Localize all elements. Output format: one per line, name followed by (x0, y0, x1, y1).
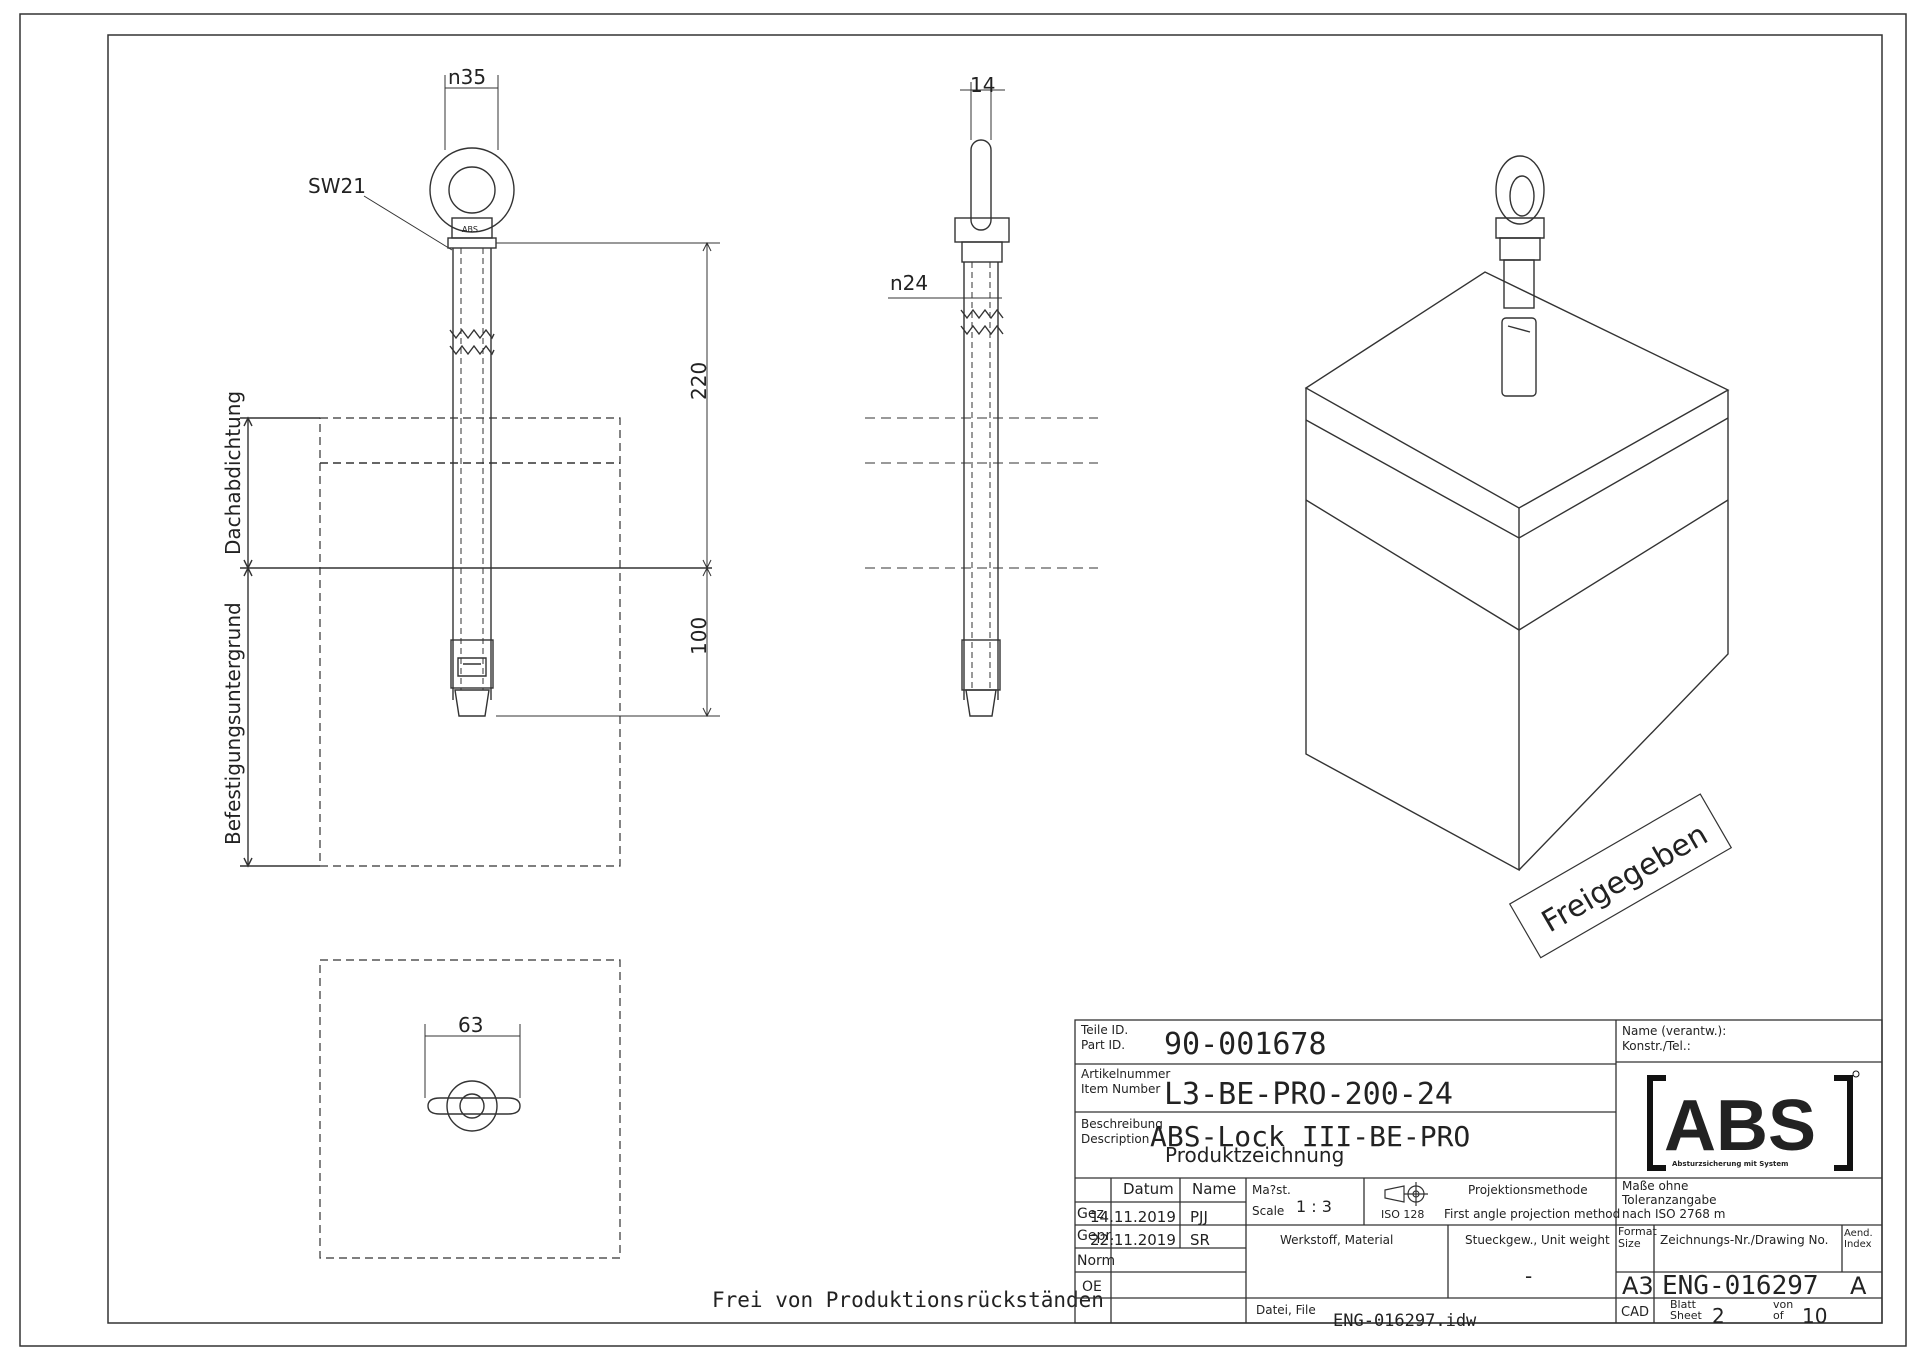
logo-text: ABS (1664, 1086, 1816, 1166)
item-number-label-en: Item Number (1081, 1082, 1160, 1096)
weight-label: Stueckgew., Unit weight (1465, 1233, 1610, 1247)
part-id-label: Teile ID. (1080, 1023, 1128, 1037)
file-value: ENG-016297.idw (1333, 1311, 1477, 1331)
base-block-outline (319, 417, 621, 867)
responsible-label: Name (verantw.): (1622, 1024, 1726, 1038)
eye-marking: ABS (462, 225, 478, 234)
description-label: Beschreibung (1081, 1117, 1163, 1131)
gepr-name: SR (1190, 1231, 1210, 1249)
tolerance-line2: Toleranzangabe (1621, 1193, 1716, 1207)
of-label: von (1773, 1298, 1793, 1311)
stamp-text: Freigegeben (1536, 817, 1714, 940)
projection-symbol-icon (1384, 1182, 1428, 1206)
dim-sw21: SW21 (308, 174, 366, 198)
of-label-en: of (1773, 1309, 1785, 1322)
file-label: Datei, File (1256, 1303, 1316, 1317)
gez-date: 14.11.2019 (1090, 1208, 1176, 1226)
scale-label-en: Scale (1252, 1204, 1284, 1218)
eye-side (970, 139, 992, 231)
dim-n24: n24 (890, 271, 928, 295)
gez-name: PJJ (1190, 1208, 1208, 1226)
gez-label: Gez. (1077, 1206, 1108, 1222)
dim-100: 100 (687, 617, 711, 655)
part-id-label-en: Part ID. (1081, 1038, 1125, 1052)
dim-63: 63 (458, 1013, 483, 1037)
drawing-no-value: ENG-016297 (1662, 1271, 1819, 1301)
sheet-label-en: Sheet (1670, 1309, 1702, 1322)
logo-tagline: Absturzsicherung mit System (1672, 1160, 1788, 1168)
index-label: Aend. (1844, 1228, 1873, 1239)
part-id-value: 90-001678 (1164, 1027, 1327, 1062)
front-view (240, 75, 720, 868)
index-label-en: Index (1844, 1239, 1872, 1250)
scale-label: Ma?st. (1252, 1183, 1291, 1197)
eye-top-shape (427, 1097, 521, 1115)
gepr-label: Gepr. (1077, 1228, 1114, 1244)
sheet-border (19, 13, 1907, 1347)
description-line1: ABS-Lock III-BE-PRO (1150, 1120, 1470, 1153)
dim-14: 14 (970, 73, 995, 97)
format-value: A3 (1622, 1272, 1654, 1300)
description-label-en: Description (1081, 1132, 1149, 1146)
item-number-label: Artikelnummer (1081, 1067, 1170, 1081)
material-label: Werkstoff, Material (1280, 1233, 1393, 1247)
dim-n35: n35 (448, 65, 486, 89)
weight-value: - (1525, 1264, 1532, 1288)
description-line2: Produktzeichnung (1165, 1143, 1344, 1167)
format-label-en: Size (1618, 1237, 1641, 1250)
responsible-label-en: Konstr./Tel.: (1622, 1039, 1691, 1053)
isometric-view (1304, 155, 1730, 872)
oe-label: OE (1082, 1279, 1102, 1295)
note-production-residue: Frei von Produktionsrückständen (712, 1288, 1104, 1312)
gepr-date: 22.11.2019 (1090, 1231, 1176, 1249)
top-view (319, 959, 621, 1259)
dim-220: 220 (687, 362, 711, 400)
scale-value: 1 : 3 (1296, 1197, 1332, 1216)
label-dachabdichtung: Dachabdichtung (221, 391, 245, 555)
sheet-value: 2 (1712, 1304, 1725, 1328)
norm-label: Norm (1077, 1253, 1115, 1269)
format-label: Format (1618, 1225, 1657, 1238)
sheet-label: Blatt (1670, 1298, 1697, 1311)
name-header: Name (1192, 1180, 1236, 1198)
label-befestigung: Befestigungsuntergrund (221, 602, 245, 845)
item-number-value: L3-BE-PRO-200-24 (1164, 1077, 1453, 1112)
eye-ring-outer (429, 147, 515, 233)
of-value: 10 (1802, 1304, 1827, 1328)
abs-logo: ABS Absturzsicherung mit System (1647, 1070, 1860, 1171)
projection-label-en: First angle projection method (1444, 1207, 1620, 1221)
datum-header: Datum (1123, 1180, 1174, 1198)
drawing-no-label: Zeichnungs-Nr./Drawing No. (1660, 1233, 1828, 1247)
title-block (1074, 1019, 1883, 1324)
title-block-text: Teile ID. Part ID. 90-001678 Artikelnumm… (1077, 1023, 1873, 1331)
tolerance-line1: Maße ohne (1622, 1179, 1688, 1193)
cad-label: CAD (1621, 1305, 1649, 1320)
eye-ring-inner (448, 166, 496, 214)
index-value: A (1850, 1272, 1867, 1300)
iso128-label: ISO 128 (1381, 1208, 1424, 1221)
projection-label: Projektionsmethode (1468, 1183, 1588, 1197)
side-view (865, 82, 1098, 717)
approval-stamp: Freigegeben (1508, 793, 1733, 959)
tolerance-line3: nach ISO 2768 m (1622, 1207, 1725, 1221)
